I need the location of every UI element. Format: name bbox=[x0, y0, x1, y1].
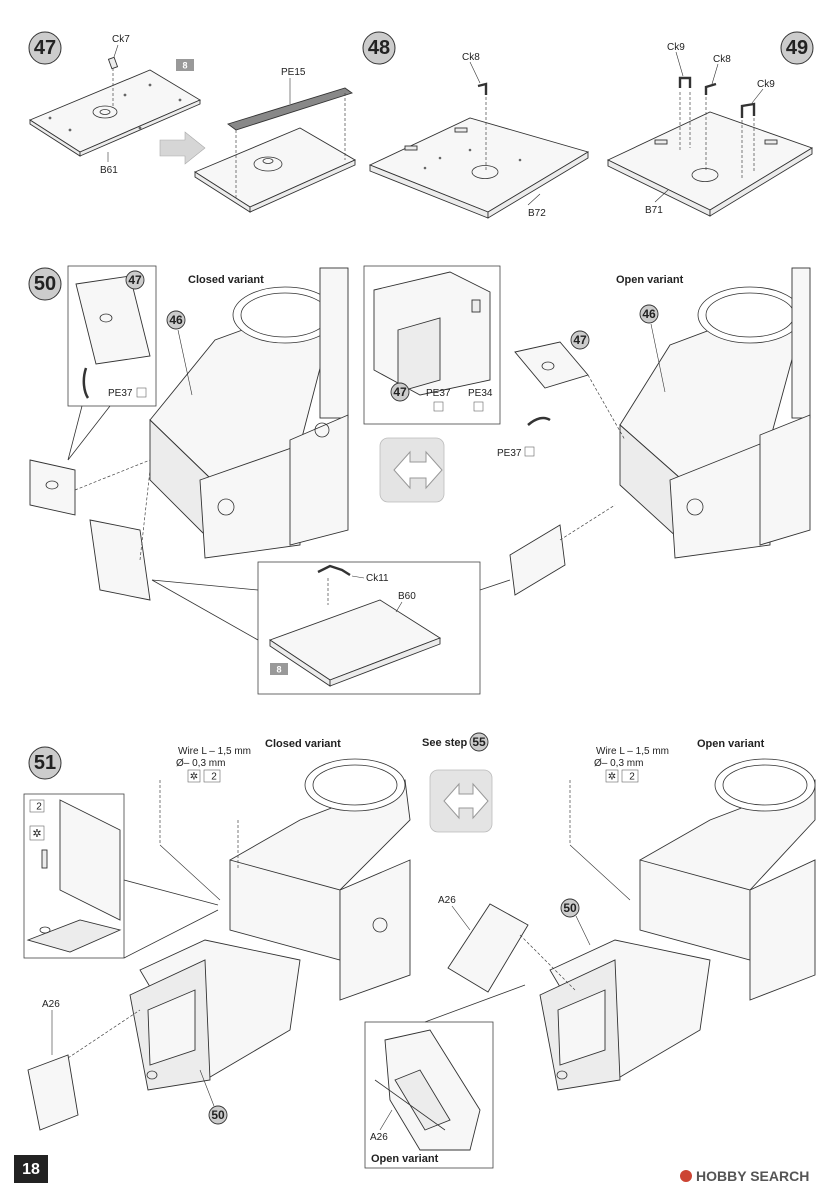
ref-47-open: 47 bbox=[573, 333, 587, 347]
label-ck9-left: Ck9 bbox=[667, 42, 685, 53]
step-48-number: 48 bbox=[368, 37, 390, 59]
label-ck11: Ck11 bbox=[366, 573, 389, 584]
label-a26-open: A26 bbox=[438, 895, 456, 906]
label-ck9-right: Ck9 bbox=[757, 79, 775, 90]
flip-arrow-icon bbox=[159, 131, 206, 165]
step-50-badge bbox=[28, 267, 62, 301]
label-ck8-49: Ck8 bbox=[713, 54, 731, 65]
step-51-closed-title: Closed variant bbox=[265, 738, 341, 750]
step-47-number: 47 bbox=[34, 37, 56, 59]
step-49-number: 49 bbox=[786, 37, 808, 59]
step-51: 51 Closed variant See step 55 Open varia… bbox=[23, 732, 816, 1169]
part-ck8-49 bbox=[704, 82, 717, 95]
watermark-text: HOBBY SEARCH bbox=[696, 1168, 809, 1184]
label-b60: B60 bbox=[398, 591, 416, 602]
watermark-logo-icon bbox=[680, 1170, 692, 1182]
label-pe34: PE34 bbox=[468, 388, 493, 399]
ref-badge-8-b60 bbox=[270, 663, 288, 675]
part-ck8 bbox=[477, 82, 488, 95]
step-51-open-title: Open variant bbox=[697, 738, 765, 750]
part-pe15 bbox=[227, 87, 353, 131]
ref-46-open: 46 bbox=[642, 307, 656, 321]
page-number-box bbox=[14, 1155, 48, 1183]
part-a26-open bbox=[447, 903, 529, 993]
svg-text:✲: ✲ bbox=[190, 772, 198, 783]
pe-icon bbox=[136, 387, 147, 398]
part-ck9-left bbox=[678, 76, 692, 88]
wire-diameter-closed: Ø– 0,3 mm bbox=[176, 758, 225, 769]
step-47: 47 Ck7 B61 8 PE15 bbox=[28, 31, 356, 213]
label-pe37-open-inset: PE37 bbox=[426, 388, 451, 399]
step-51-number: 51 bbox=[34, 752, 56, 774]
inset-open-caption: Open variant bbox=[371, 1153, 439, 1165]
label-ck8-48: Ck8 bbox=[462, 52, 480, 63]
hatch-door-closed bbox=[89, 519, 151, 601]
ref-50-closed: 50 bbox=[211, 1108, 225, 1122]
step-47-badge bbox=[28, 31, 62, 65]
label-b71: B71 bbox=[645, 205, 663, 216]
label-pe37-closed: PE37 bbox=[108, 388, 133, 399]
step-48: 48 Ck8 B72 bbox=[362, 31, 590, 219]
ref-50-open: 50 bbox=[563, 901, 577, 915]
label-ck7: Ck7 bbox=[112, 34, 130, 45]
step-50: 50 Closed variant Open variant 47 PE37 4… bbox=[28, 265, 811, 695]
watermark: HOBBY SEARCH bbox=[680, 1168, 809, 1184]
label-pe37-open: PE37 bbox=[497, 448, 522, 459]
inset-ref-47: 47 bbox=[128, 273, 142, 287]
svg-text:2: 2 bbox=[36, 802, 42, 813]
page-number: 18 bbox=[22, 1161, 40, 1178]
svg-text:8: 8 bbox=[182, 61, 187, 71]
see-step-text: See step bbox=[422, 737, 468, 749]
svg-text:2: 2 bbox=[629, 772, 635, 783]
step-50-number: 50 bbox=[34, 273, 56, 295]
wire-diameter-open: Ø– 0,3 mm bbox=[594, 758, 643, 769]
ref-badge-8 bbox=[176, 59, 194, 71]
plate-b71 bbox=[606, 111, 814, 211]
plate-b61-flipped bbox=[194, 127, 356, 208]
inset-ref-47-open: 47 bbox=[393, 385, 407, 399]
wire-length-closed: Wire L – 1,5 mm bbox=[178, 746, 251, 757]
hull-open-front bbox=[669, 439, 771, 559]
hull-closed-front bbox=[199, 444, 301, 559]
step-49: 49 Ck9 Ck8 Ck9 B71 bbox=[606, 31, 814, 217]
part-ck7 bbox=[107, 56, 119, 70]
step-49-badge bbox=[780, 31, 814, 65]
label-pe15: PE15 bbox=[281, 67, 306, 78]
label-a26-inset: A26 bbox=[370, 1132, 388, 1143]
snowflake-icon bbox=[187, 769, 201, 783]
footer: 18 HOBBY SEARCH bbox=[14, 1155, 809, 1184]
part-a26-closed bbox=[27, 1054, 79, 1131]
hatch-plate-closed bbox=[29, 459, 76, 516]
step-50-closed-title: Closed variant bbox=[188, 274, 264, 286]
step-50-open-title: Open variant bbox=[616, 274, 684, 286]
plate-b72 bbox=[368, 117, 590, 213]
svg-text:8: 8 bbox=[276, 665, 281, 675]
label-b72: B72 bbox=[528, 208, 546, 219]
hatch-door-open bbox=[509, 524, 566, 596]
step-51-badge bbox=[28, 746, 62, 780]
wire-length-open: Wire L – 1,5 mm bbox=[596, 746, 669, 757]
part-ck11 bbox=[317, 564, 351, 577]
ref-46-closed: 46 bbox=[169, 313, 183, 327]
see-step-ref: 55 bbox=[472, 735, 486, 749]
svg-text:✲: ✲ bbox=[32, 828, 41, 840]
step-48-badge bbox=[362, 31, 396, 65]
part-ck9-right bbox=[740, 102, 756, 118]
label-a26-closed: A26 bbox=[42, 999, 60, 1010]
label-b61: B61 bbox=[100, 165, 118, 176]
svg-text:2: 2 bbox=[211, 772, 217, 783]
svg-text:✲: ✲ bbox=[608, 772, 616, 783]
x2-icon bbox=[203, 769, 221, 783]
